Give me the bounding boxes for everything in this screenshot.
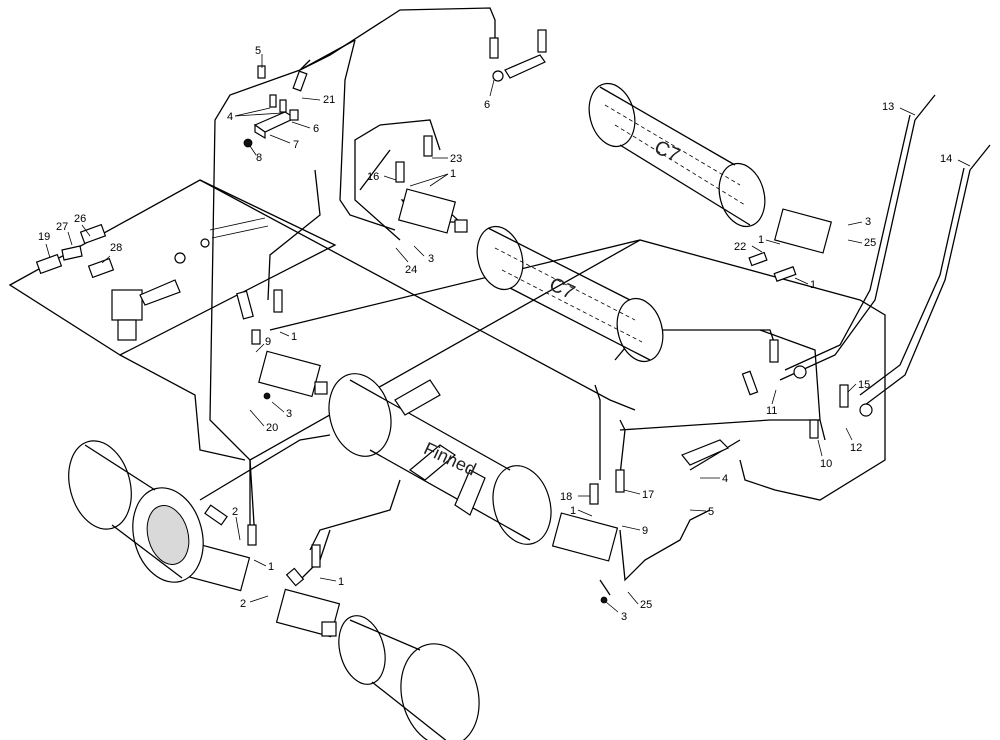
callout-2-lower: 2 — [240, 598, 246, 610]
callout-3-right: 3 — [865, 216, 871, 228]
callout-6: 6 — [313, 123, 319, 135]
callout-23: 23 — [450, 153, 462, 165]
callout-1-left: 1 — [291, 331, 297, 343]
roller-label-c7-upper: C7 — [651, 136, 683, 167]
fittings — [204, 135, 873, 604]
callout-1-upper: 1 — [450, 168, 456, 180]
callout-25-bottom: 25 — [640, 599, 652, 611]
callout-21: 21 — [323, 94, 335, 106]
callout-12: 12 — [850, 442, 862, 454]
callout-16: 16 — [367, 171, 379, 183]
callout-1-bottom-b: 1 — [338, 576, 344, 588]
callout-22: 22 — [734, 241, 746, 253]
callout-17: 17 — [642, 489, 654, 501]
callouts: 5 21 4 6 7 8 6 13 14 23 16 1 3 25 27 26 — [38, 45, 971, 623]
callout-28: 28 — [110, 242, 122, 254]
callout-18: 18 — [560, 491, 572, 503]
callout-4-right: 4 — [722, 473, 728, 485]
callout-20: 20 — [266, 422, 278, 434]
callout-19: 19 — [38, 231, 50, 243]
callout-1-right-b: 1 — [810, 279, 816, 291]
hose-lines — [8, 7, 991, 596]
callout-9-right: 9 — [642, 525, 648, 537]
rollers — [68, 82, 766, 740]
callout-25-right: 25 — [864, 237, 876, 249]
callout-7: 7 — [293, 139, 299, 151]
hydraulic-motors — [185, 188, 833, 638]
callout-4: 4 — [227, 111, 233, 123]
callout-27: 27 — [56, 221, 68, 233]
callout-1-bottom-a: 1 — [268, 561, 274, 573]
callout-2-upper: 2 — [232, 506, 238, 518]
callout-9-left: 9 — [265, 336, 271, 348]
callout-3-mid: 3 — [428, 253, 434, 265]
callout-10: 10 — [820, 458, 832, 470]
upper-manifold-blocks — [243, 29, 547, 148]
callout-13: 13 — [882, 101, 894, 113]
left-manifold-assembly — [35, 217, 269, 341]
callout-3-bottom: 3 — [621, 611, 627, 623]
callout-8: 8 — [256, 152, 262, 164]
callout-6-top: 6 — [484, 99, 490, 111]
callout-1-right-a: 1 — [758, 234, 764, 246]
callout-24: 24 — [405, 264, 417, 276]
callout-14: 14 — [940, 153, 952, 165]
callout-15: 15 — [858, 379, 870, 391]
callout-1-right-c: 1 — [570, 505, 576, 517]
callout-5-right: 5 — [708, 506, 714, 518]
callout-3-left: 3 — [286, 408, 292, 420]
callout-5: 5 — [255, 45, 261, 57]
callout-26: 26 — [74, 213, 86, 225]
callout-11: 11 — [766, 405, 777, 417]
